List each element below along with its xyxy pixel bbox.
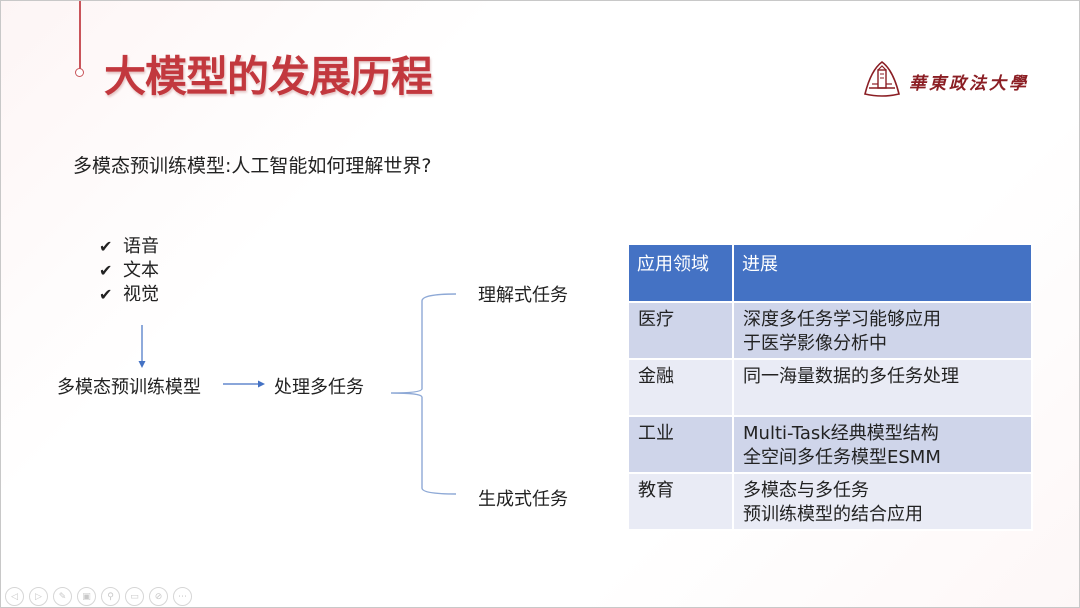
generative-task-node: 生成式任务 xyxy=(478,489,568,510)
slide-subtitle: 多模态预训练模型:人工智能如何理解世界? xyxy=(73,155,432,177)
zoom-button[interactable]: ⚲ xyxy=(101,587,120,606)
right-arrow-icon xyxy=(223,380,265,388)
more-options-button[interactable]: ⋯ xyxy=(173,587,192,606)
cell-domain: 工业 xyxy=(627,415,734,474)
understanding-task-node: 理解式任务 xyxy=(478,285,568,306)
table-header-row: 应用领域 进展 xyxy=(627,243,1033,303)
university-name: 華東政法大學 xyxy=(909,73,1029,94)
header-progress: 进展 xyxy=(732,243,1033,303)
checklist-item: ✔ 视觉 xyxy=(99,283,159,307)
down-arrow-icon xyxy=(138,325,146,368)
cell-domain: 教育 xyxy=(627,472,734,531)
slides-overview-button[interactable]: ▣ xyxy=(77,587,96,606)
slide-title: 大模型的发展历程 xyxy=(104,52,433,101)
cell-progress: 深度多任务学习能够应用于医学影像分析中 xyxy=(732,301,1033,360)
subtitles-button[interactable]: ▭ xyxy=(125,587,144,606)
decorative-circle xyxy=(75,68,84,77)
checklist-item: ✔ 文本 xyxy=(99,259,159,283)
checkmark-icon: ✔ xyxy=(99,285,113,304)
next-slide-button[interactable]: ▷ xyxy=(29,587,48,606)
decorative-line xyxy=(79,1,81,69)
table-row: 工业 Multi-Task经典模型结构全空间多任务模型ESMM xyxy=(627,415,1033,474)
multitask-node: 处理多任务 xyxy=(274,377,364,398)
slideshow-toolbar: ◁ ▷ ✎ ▣ ⚲ ▭ ⊘ ⋯ xyxy=(5,587,192,606)
multimodal-model-node: 多模态预训练模型 xyxy=(57,377,201,398)
application-table: 应用领域 进展 医疗 深度多任务学习能够应用于医学影像分析中 金融 同一海量数据… xyxy=(627,243,1033,531)
previous-slide-button[interactable]: ◁ xyxy=(5,587,24,606)
camera-off-button[interactable]: ⊘ xyxy=(149,587,168,606)
cell-domain: 金融 xyxy=(627,358,734,417)
header-domain: 应用领域 xyxy=(627,243,734,303)
cell-progress: 同一海量数据的多任务处理 xyxy=(732,358,1033,417)
table-row: 医疗 深度多任务学习能够应用于医学影像分析中 xyxy=(627,301,1033,360)
cell-progress: 多模态与多任务预训练模型的结合应用 xyxy=(732,472,1033,531)
table-row: 教育 多模态与多任务预训练模型的结合应用 xyxy=(627,472,1033,531)
brace-icon xyxy=(390,293,457,495)
table-row: 金融 同一海量数据的多任务处理 xyxy=(627,358,1033,417)
checklist-label: 语音 xyxy=(123,236,159,257)
checkmark-icon: ✔ xyxy=(99,261,113,280)
cell-domain: 医疗 xyxy=(627,301,734,360)
modality-checklist: ✔ 语音 ✔ 文本 ✔ 视觉 xyxy=(99,235,159,307)
checklist-label: 文本 xyxy=(123,260,159,281)
cell-progress: Multi-Task经典模型结构全空间多任务模型ESMM xyxy=(732,415,1033,474)
university-logo: 華東政法大學 xyxy=(863,61,1029,101)
university-emblem-icon xyxy=(863,60,901,102)
pen-tool-button[interactable]: ✎ xyxy=(53,587,72,606)
checklist-item: ✔ 语音 xyxy=(99,235,159,259)
checklist-label: 视觉 xyxy=(123,284,159,305)
checkmark-icon: ✔ xyxy=(99,237,113,256)
